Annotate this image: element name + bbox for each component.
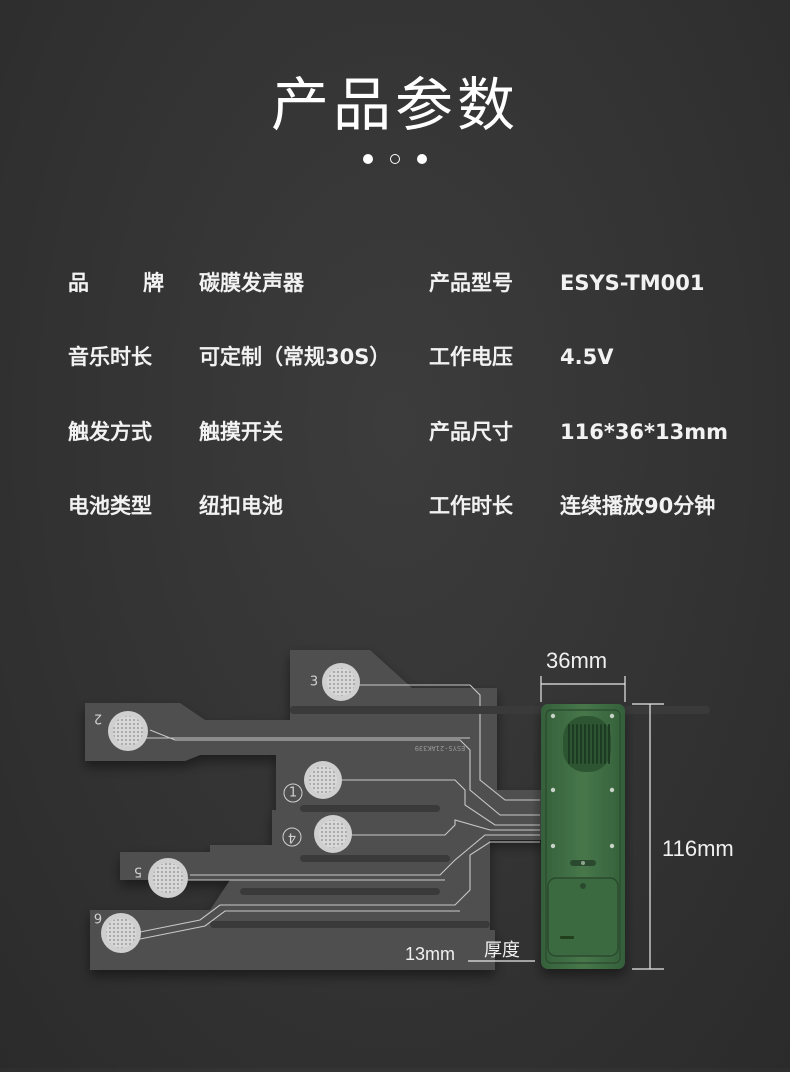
circuit-trace bbox=[345, 819, 540, 836]
spec-value: 116*36*13mm bbox=[560, 420, 729, 444]
spec-value: 可定制（常规30S） bbox=[199, 345, 391, 369]
product-illustration: 3 2 1 4 5 6 ESYS-21AK339 bbox=[0, 630, 790, 1068]
circuit-traces bbox=[134, 684, 540, 941]
circuit-trace bbox=[190, 834, 540, 876]
grille-slot bbox=[580, 724, 582, 764]
grille-slot bbox=[596, 724, 598, 764]
board-slot bbox=[300, 805, 440, 812]
spec-label: 产品型号 bbox=[429, 271, 513, 295]
circuit-trace bbox=[330, 684, 540, 801]
circuit-trace bbox=[139, 841, 540, 933]
pad-number: 4 bbox=[288, 830, 296, 845]
pad-number: 5 bbox=[134, 864, 142, 879]
spec-label-char: 品 bbox=[68, 271, 89, 295]
indicator-dot-filled bbox=[417, 154, 427, 164]
sound-module-device bbox=[541, 704, 625, 969]
touch-pad bbox=[319, 820, 347, 848]
screw bbox=[550, 713, 556, 719]
board-slot bbox=[300, 855, 450, 862]
screw bbox=[609, 843, 615, 849]
spec-label: 触发方式 bbox=[68, 420, 152, 444]
screw bbox=[550, 787, 556, 793]
spec-label: 工作电压 bbox=[429, 345, 513, 369]
grille-slot bbox=[576, 724, 578, 764]
spec-label: 电池类型 bbox=[68, 494, 152, 518]
spec-label: 工作时长 bbox=[429, 494, 513, 518]
pcb-marking: ESYS-21AK339 bbox=[415, 744, 466, 752]
touch-pad bbox=[153, 863, 183, 893]
touch-pads: 3 2 1 4 5 6 bbox=[94, 663, 360, 953]
grille-slot bbox=[600, 724, 602, 764]
grille-slot bbox=[572, 724, 574, 764]
indicator-dot-hollow bbox=[390, 154, 400, 164]
spec-label: 音乐时长 bbox=[68, 345, 152, 369]
touch-pad bbox=[327, 668, 355, 696]
spec-value: 触摸开关 bbox=[199, 420, 283, 444]
board-slot bbox=[210, 921, 490, 928]
battery-cover bbox=[547, 877, 619, 957]
spec-label-brand: 品 牌 bbox=[68, 268, 164, 298]
pad-number: 3 bbox=[310, 675, 318, 690]
pad-number-circle bbox=[282, 827, 302, 847]
spec-row: 电池类型 纽扣电池 工作时长 连续播放90分钟 bbox=[0, 491, 790, 521]
grille-slot bbox=[568, 724, 570, 764]
spec-label: 产品尺寸 bbox=[429, 420, 513, 444]
circuit-trace bbox=[149, 729, 540, 816]
indicator-dot-filled bbox=[363, 154, 373, 164]
touch-pad bbox=[106, 918, 136, 948]
spec-value: ESYS-TM001 bbox=[560, 271, 705, 295]
spec-row: 品 牌 碳膜发声器 产品型号 ESYS-TM001 bbox=[0, 268, 790, 298]
grille-slot bbox=[608, 724, 610, 764]
title-dot-indicator bbox=[0, 154, 790, 164]
pad-number: 1 bbox=[289, 786, 297, 801]
pad-number: 2 bbox=[94, 711, 102, 726]
spec-row: 触发方式 触摸开关 产品尺寸 116*36*13mm bbox=[0, 417, 790, 447]
spec-label-char: 牌 bbox=[143, 271, 164, 295]
grille-slot bbox=[592, 724, 594, 764]
width-dimension-label: 36mm bbox=[546, 648, 608, 673]
thickness-caption: 厚度 bbox=[484, 940, 520, 961]
spec-value: 连续播放90分钟 bbox=[560, 494, 716, 518]
grille-slot bbox=[604, 724, 606, 764]
device-bezel bbox=[545, 709, 621, 964]
circuit-trace bbox=[340, 779, 540, 826]
grille-slot bbox=[588, 724, 590, 764]
grille-slot bbox=[584, 724, 586, 764]
pad-number-circle bbox=[283, 783, 303, 803]
touch-pad bbox=[309, 766, 337, 794]
spec-value: 碳膜发声器 bbox=[199, 271, 304, 295]
product-drawing: 3 2 1 4 5 6 ESYS-21AK339 bbox=[85, 650, 710, 970]
circuit-trace bbox=[134, 910, 460, 941]
battery-cover-mark bbox=[560, 936, 574, 939]
spec-value: 4.5V bbox=[560, 345, 614, 369]
dimension-lines bbox=[468, 676, 664, 970]
board-slot bbox=[290, 706, 710, 714]
switch-dot bbox=[581, 861, 585, 865]
thickness-dimension-label: 13mm bbox=[405, 944, 456, 964]
battery-cover-notch bbox=[580, 883, 586, 889]
speaker-grille bbox=[563, 716, 611, 772]
pad-number: 6 bbox=[94, 910, 102, 925]
page-title: 产品参数 bbox=[270, 71, 519, 139]
speaker-grille-slots bbox=[568, 724, 610, 764]
board-slot bbox=[240, 888, 440, 895]
screw bbox=[609, 787, 615, 793]
spec-row: 音乐时长 可定制（常规30S） 工作电压 4.5V bbox=[0, 342, 790, 372]
screw bbox=[550, 843, 556, 849]
screw bbox=[609, 713, 615, 719]
height-dimension-label: 116mm bbox=[662, 836, 734, 861]
spec-value: 纽扣电池 bbox=[199, 494, 283, 518]
touch-pad bbox=[113, 716, 143, 746]
